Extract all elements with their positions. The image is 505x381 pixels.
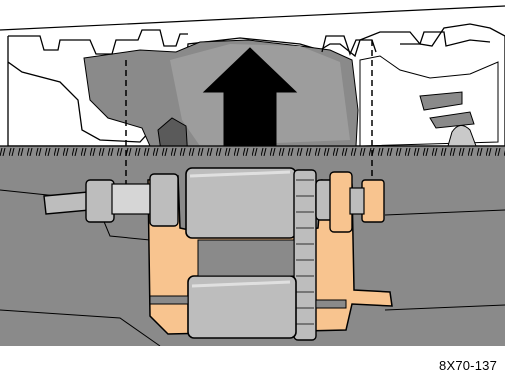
right-gear — [294, 170, 316, 340]
figure-code: 8X70-137 — [439, 358, 497, 373]
left-gear — [86, 180, 114, 222]
right-shaft-cap — [362, 180, 384, 222]
left-shaft — [44, 192, 90, 214]
frame-top-edge — [0, 6, 505, 30]
upper-roller — [186, 168, 296, 238]
bracket-tabs — [8, 30, 188, 54]
